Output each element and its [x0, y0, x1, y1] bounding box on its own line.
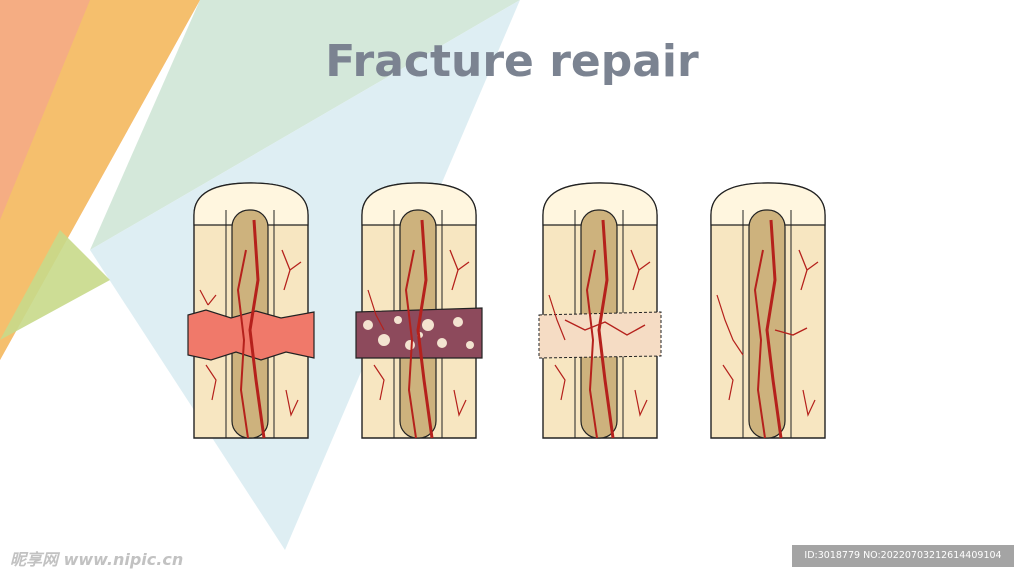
page-title: Fracture repair — [325, 36, 699, 87]
watermark-logo: 昵享网 www.nipic.cn — [10, 550, 184, 569]
fracture-stage-soft-callus — [354, 180, 484, 442]
fracture-stage-bony-callus — [535, 180, 665, 442]
fracture-stage-hematoma — [186, 180, 316, 442]
fracture-stage-remodeled — [703, 180, 833, 442]
watermark-id-badge: ID:3018779 NO:20220703212614409104 — [792, 545, 1014, 567]
